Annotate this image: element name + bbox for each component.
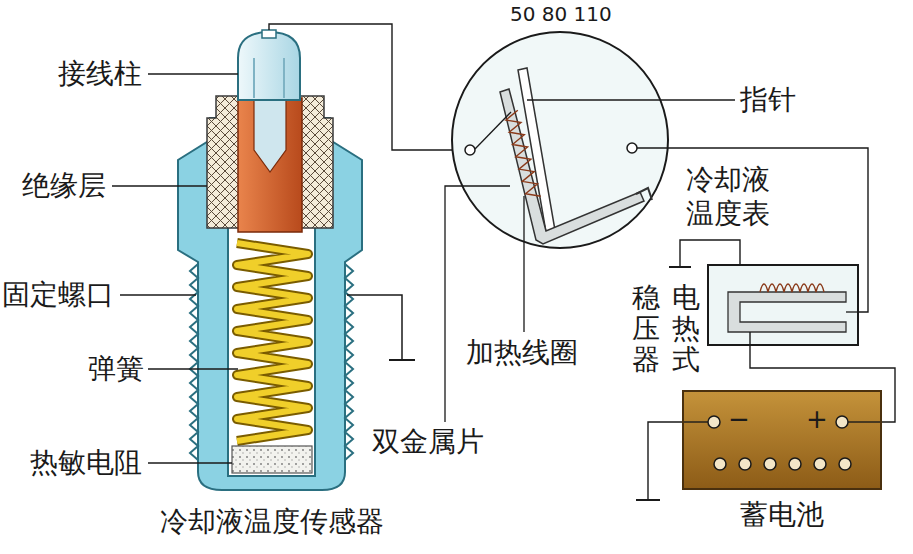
battery-terminal [684, 421, 708, 422]
temperature-gauge [636, 188, 652, 200]
battery-terminal [739, 458, 751, 470]
wire [636, 240, 895, 500]
terminal-cap [238, 30, 300, 100]
temperature-gauge [500, 89, 644, 244]
ground-symbol [347, 295, 402, 360]
battery-terminal [814, 458, 826, 470]
ground-symbol [389, 359, 415, 361]
thermistor [232, 446, 312, 473]
part-label: 固定螺口 [2, 278, 114, 312]
terminal-electrode [238, 98, 302, 232]
battery-terminal [789, 458, 801, 470]
part-label: 接线柱 [58, 57, 142, 91]
battery-terminal [839, 458, 851, 470]
temperature-gauge [452, 32, 668, 248]
polarity-sign: − [728, 405, 750, 434]
battery-box: −+蓄电池 [682, 390, 882, 490]
battery-terminal [836, 416, 848, 428]
leader-line [445, 186, 510, 422]
voltage-regulator [708, 265, 858, 345]
wire [669, 266, 691, 268]
leader-line [120, 294, 196, 295]
polarity-sign: + [806, 405, 828, 434]
part-label: 电热式 [672, 283, 700, 375]
spring [237, 243, 308, 441]
temperature-gauge [506, 110, 541, 196]
battery-terminals [684, 392, 880, 488]
terminal-cap [262, 30, 276, 38]
part-label: 指针 [740, 83, 796, 117]
part-label: 稳压器 [632, 283, 660, 375]
wire [680, 240, 740, 266]
scale-values: 50 80 110 [510, 2, 612, 26]
voltage-regulator [760, 284, 824, 292]
battery-terminal [764, 458, 776, 470]
voltage-regulator [728, 292, 846, 332]
part-label: 加热线圈 [466, 336, 578, 370]
battery-terminal [848, 421, 880, 422]
leader-line [112, 74, 238, 463]
thermistor [232, 446, 312, 473]
battery-terminal [714, 458, 726, 470]
terminal-electrode [238, 98, 302, 232]
temperature-gauge [465, 145, 475, 155]
leader-line [112, 185, 207, 186]
caption-label: 冷却液温度传感器 [160, 505, 384, 539]
battery-label: 蓄电池 [740, 500, 824, 531]
leader-line [527, 99, 735, 100]
part-label: 绝缘层 [22, 169, 106, 203]
terminal-electrode [254, 98, 286, 172]
part-label: 热敏电阻 [30, 446, 142, 480]
sensor-housing [190, 264, 198, 460]
leader-line [523, 196, 524, 332]
terminal-cap [283, 58, 285, 98]
terminal-cap [253, 58, 255, 98]
battery-terminal [708, 416, 720, 428]
ground-symbol [347, 295, 415, 360]
part-label: 冷却液温度表 [686, 163, 776, 230]
sensor-housing [345, 264, 353, 460]
part-label: 双金属片 [372, 425, 484, 459]
terminal-cap [238, 32, 300, 100]
spring [237, 243, 308, 441]
spring [237, 243, 308, 441]
wire [648, 422, 682, 500]
wire [636, 499, 660, 501]
leader-line [148, 73, 238, 74]
part-label: 弹簧 [88, 352, 144, 386]
leader-line [148, 462, 232, 463]
temperature-gauge [452, 32, 668, 248]
voltage-regulator [846, 311, 858, 312]
voltage-regulator [708, 265, 858, 345]
wire [269, 24, 465, 150]
leader-line [148, 368, 238, 369]
sensor-housing [228, 226, 315, 476]
temperature-gauge [627, 143, 637, 153]
temperature-gauge [475, 112, 511, 149]
